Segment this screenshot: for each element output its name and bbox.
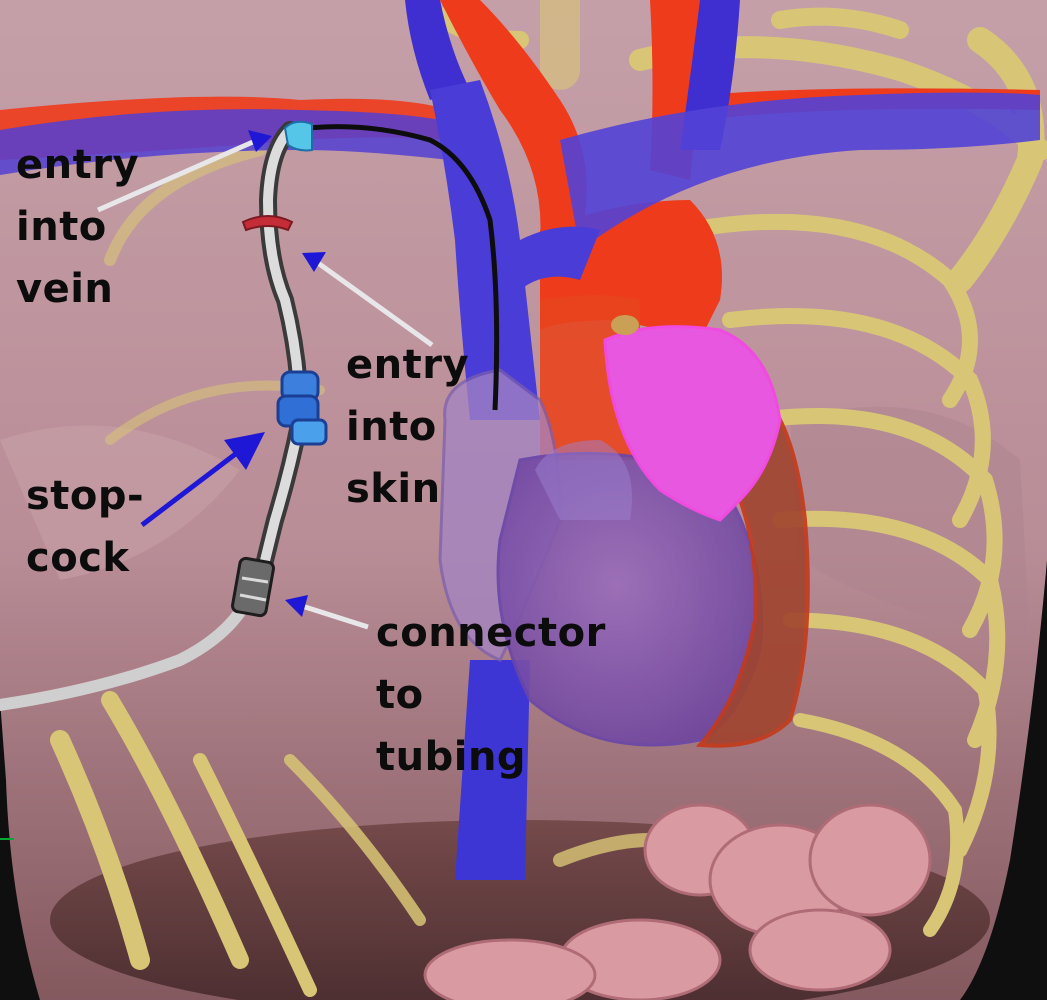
heart bbox=[438, 315, 810, 748]
edge-marker bbox=[0, 838, 14, 840]
arrow-icon-connector bbox=[285, 595, 369, 630]
luer-connector-icon bbox=[231, 556, 275, 618]
arrow-icon-skin bbox=[302, 252, 434, 348]
label-line: tubing bbox=[376, 734, 527, 780]
label-line: connector bbox=[376, 610, 606, 656]
label-line: vein bbox=[16, 266, 114, 312]
label-line: into bbox=[346, 404, 437, 450]
label-line: entry bbox=[346, 342, 470, 388]
stopcock-icon bbox=[276, 370, 328, 446]
skin-entry-ring-icon bbox=[241, 215, 294, 232]
abdominal-organs bbox=[423, 803, 932, 1000]
catheter bbox=[0, 121, 500, 711]
arrow-icon-stopcock bbox=[140, 432, 265, 527]
label-entry-into-vein: entry into vein bbox=[16, 134, 139, 320]
label-entry-into-skin: entry into skin bbox=[346, 334, 469, 520]
label-line: to bbox=[376, 672, 424, 718]
label-line: skin bbox=[346, 466, 441, 512]
label-connector-to-tubing: connector to tubing bbox=[376, 602, 606, 788]
label-line: cock bbox=[26, 535, 130, 581]
great-vessels bbox=[0, 0, 1040, 880]
label-line: stop- bbox=[26, 473, 145, 519]
arrow-icon-vein bbox=[96, 130, 272, 213]
label-line: entry bbox=[16, 142, 140, 188]
label-stopcock: stop- cock bbox=[26, 465, 144, 589]
catheter-hub-icon bbox=[283, 120, 313, 152]
label-line: into bbox=[16, 204, 107, 250]
